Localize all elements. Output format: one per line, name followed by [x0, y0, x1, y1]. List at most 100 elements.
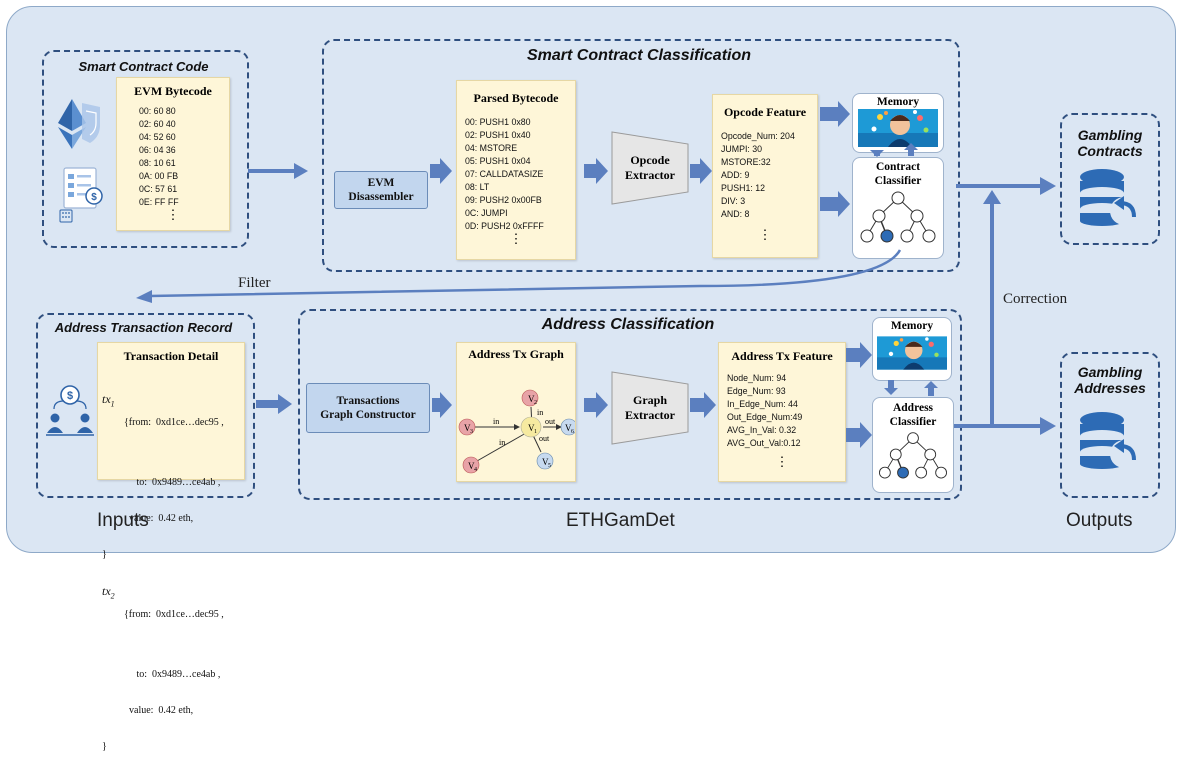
parsed-line: 09: PUSH2 0x00FB [465, 195, 542, 205]
opcode-feature-line: JUMPI: 30 [721, 144, 763, 154]
correction-label: Correction [1003, 291, 1068, 307]
bytecode-line: 06: 04 36 [139, 145, 176, 155]
gambling-addresses-label-1: Gambling [1077, 364, 1143, 380]
evm-disassembler-box: EVM Disassembler [334, 171, 428, 209]
address-classification-title: Address Classification [541, 316, 715, 333]
contract-classifier-label-1: Contract [875, 161, 921, 173]
address-feature-ellipsis: ⋮ [775, 454, 789, 469]
opcode-feature-line: PUSH1: 12 [721, 183, 766, 193]
parsed-line: 04: MSTORE [465, 143, 518, 153]
tx-line: value: 0.42 eth, [124, 705, 194, 716]
graph-node-label: V [528, 423, 535, 433]
evm-bytecode-lines: 00: 60 80 02: 60 40 04: 52 60 06: 04 36 … [139, 105, 229, 209]
bytecode-line: 0C: 57 61 [139, 184, 178, 194]
brain-memory-icon [858, 109, 938, 147]
address-feature-line: In_Edge_Num: 44 [727, 399, 798, 409]
tx2-label: tx2 [102, 584, 115, 601]
contract-memory-box: Memory [852, 93, 944, 153]
transactions-graph-constructor-box: Transactions Graph Constructor [306, 383, 430, 433]
transaction-detail-lines: tx1 {from: 0xd1ce…dec95 , to: 0x9489…ce4… [102, 369, 244, 777]
gambling-contracts-label-2: Contracts [1077, 143, 1143, 159]
opcode-feature-box: Opcode Feature Opcode_Num: 204 JUMPI: 30… [712, 94, 818, 258]
graph-constructor-label-1: Transactions [336, 395, 400, 407]
graph-node-label: V [528, 394, 535, 404]
gambling-addresses-label-2: Addresses [1074, 380, 1146, 396]
parsed-ellipsis: ⋮ [509, 231, 523, 246]
users-transfer-icon: $ [46, 385, 94, 436]
bytecode-line: 04: 52 60 [139, 132, 176, 142]
edge-label: in [537, 408, 543, 417]
database-icon [1080, 169, 1138, 226]
tx-line: to: 0x9489…ce4ab , [124, 477, 221, 488]
bytecode-line: 08: 10 61 [139, 158, 176, 168]
address-classifier-label-1: Address [892, 402, 934, 414]
contract-document-icon: $ [59, 167, 103, 223]
database-icon [1080, 412, 1138, 469]
parsed-line: 05: PUSH1 0x04 [465, 156, 531, 166]
opcode-feature-line: Opcode_Num: 204 [721, 131, 795, 141]
parsed-line: 0D: PUSH2 0xFFFF [465, 221, 544, 231]
graph-node-label: V [468, 461, 475, 471]
tx-line: value: 0.42 eth, [124, 513, 194, 524]
bytecode-line: 0E: FF FF [139, 197, 179, 207]
evm-bytecode-title: EVM Bytecode [134, 84, 212, 98]
address-feature-line: Edge_Num: 93 [727, 386, 786, 396]
graph-extractor-label: Graph Extractor [610, 393, 690, 423]
opcode-feature-line: MSTORE:32 [721, 157, 771, 167]
address-tx-feature-box: Address Tx Feature Node_Num: 94 Edge_Num… [718, 342, 846, 482]
edge-label: in [493, 417, 499, 426]
opcode-extractor-label-2: Extractor [625, 168, 675, 182]
address-feature-line: AVG_Out_Val:0.12 [727, 438, 801, 448]
address-feature-line: Node_Num: 94 [727, 373, 787, 383]
parsed-line: 07: CALLDATASIZE [465, 169, 544, 179]
graph-constructor-label-2: Graph Constructor [320, 409, 416, 421]
transaction-detail-title: Transaction Detail [123, 349, 219, 363]
tx-line: {from: 0xd1ce…dec95 , [124, 609, 224, 620]
parsed-line: 00: PUSH1 0x80 [465, 117, 531, 127]
opcode-feature-lines: Opcode_Num: 204 JUMPI: 30 MSTORE:32 ADD:… [721, 130, 817, 221]
smart-contract-code-title: Smart Contract Code [78, 59, 209, 74]
graph-node-sub: 6 [571, 429, 574, 435]
graph-extractor-label-2: Extractor [625, 408, 675, 422]
opcode-feature-line: AND: 8 [721, 209, 750, 219]
gambling-addresses-box: Gambling Addresses [1060, 352, 1160, 498]
address-transaction-record-title: Address Transaction Record [54, 320, 233, 335]
address-classifier-box: Address Classifier [872, 397, 954, 493]
address-tx-graph-title: Address Tx Graph [468, 347, 564, 361]
graph-node-sub: 2 [534, 400, 537, 406]
evm-disassembler-label-2: Disassembler [348, 191, 414, 203]
edge-label: in [499, 438, 505, 447]
evm-disassembler-label-1: EVM [367, 177, 395, 189]
bytecode-line: 0A: 00 FB [139, 171, 179, 181]
graph-node-sub: 3 [470, 429, 473, 435]
graph-node-sub: 4 [474, 467, 477, 473]
bytecode-ellipsis: ⋮ [166, 207, 180, 222]
bytecode-line: 00: 60 80 [139, 106, 176, 116]
filter-label: Filter [238, 275, 271, 291]
decision-tree-icon [860, 191, 936, 243]
parsed-line: 02: PUSH1 0x40 [465, 130, 531, 140]
graph-node-sub: 5 [548, 463, 551, 469]
graph-node-label: V [542, 457, 549, 467]
tx1-label: tx1 [102, 392, 115, 409]
edge-label: out [539, 434, 550, 443]
tx-line: {from: 0xd1ce…dec95 , [124, 417, 224, 428]
ethereum-icon [58, 99, 100, 149]
address-tx-feature-lines: Node_Num: 94 Edge_Num: 93 In_Edge_Num: 4… [727, 372, 845, 450]
parsed-bytecode-title: Parsed Bytecode [473, 91, 559, 105]
brain-memory-icon [877, 336, 947, 370]
tx-line: to: 0x9489…ce4ab , [124, 669, 221, 680]
graph-node-label: V [464, 423, 471, 433]
tx-line: } [102, 741, 107, 752]
gambling-contracts-label-1: Gambling [1077, 127, 1143, 143]
opcode-feature-line: ADD: 9 [721, 170, 750, 180]
gambling-contracts-box: Gambling Contracts [1060, 113, 1160, 245]
smart-contract-classification-title: Smart Contract Classification [526, 47, 752, 64]
diagram-stage: Smart Contract Code $ EVM Bytecode 00: 6… [6, 6, 1176, 752]
opcode-feature-title: Opcode Feature [723, 105, 807, 119]
outputs-label: Outputs [1066, 510, 1133, 531]
parsed-line: 0C: JUMPI [465, 208, 508, 218]
opcode-extractor-label-1: Opcode [630, 153, 670, 167]
address-classifier-label-2: Classifier [889, 416, 937, 428]
graph-extractor-label-1: Graph [632, 393, 667, 407]
